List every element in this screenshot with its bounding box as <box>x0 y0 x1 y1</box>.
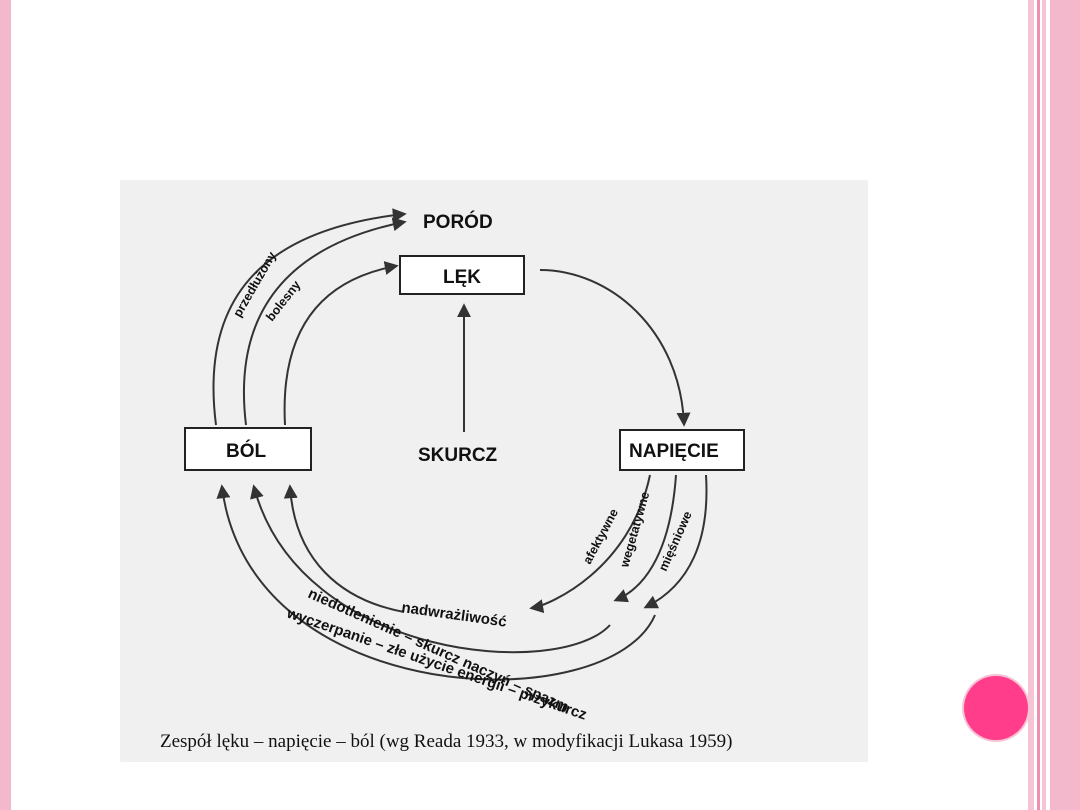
lek-label: LĘK <box>443 267 481 288</box>
porod-label: PORÓD <box>423 211 493 233</box>
right-frame-stripes <box>1028 0 1080 810</box>
arrow-nadwrazliwosc-to-bol <box>283 484 405 613</box>
stripe <box>1050 0 1080 810</box>
stripe <box>1042 0 1046 810</box>
left-frame-stripe <box>0 0 11 810</box>
napiecie-box <box>619 429 745 471</box>
arrow-bol-to-porod-outer <box>212 208 407 426</box>
figure-caption: Zespół lęku – napięcie – ból (wg Reada 1… <box>160 731 733 752</box>
bol-box <box>184 427 312 471</box>
arrow-wyczerpanie-to-bol <box>216 484 656 681</box>
miesniowe-label: mięśniowe <box>656 509 695 573</box>
bol-label: BÓL <box>226 440 267 462</box>
napiecie-label: NAPIĘCIE <box>629 441 719 462</box>
afektywne-label: afektywne <box>580 506 621 566</box>
arrow-bol-to-porod-inner <box>242 217 407 426</box>
skurcz-label: SKURCZ <box>418 445 498 466</box>
stripe <box>1028 0 1034 810</box>
arrow-napiecie-miesniowe <box>643 474 708 609</box>
stripe <box>1037 0 1040 810</box>
wegetatywne-label: wegetatywne <box>617 490 652 570</box>
arrow-napiecie-afektywne <box>529 474 651 614</box>
arrow-lek-to-napiecie <box>539 269 691 427</box>
lek-box <box>399 255 525 295</box>
wyczerpanie-label: wyczerpanie – złe użycie energii – przyk… <box>284 604 589 723</box>
nadwrazliwosc-label: nadwrażliwość <box>400 599 507 631</box>
arrow-napiecie-wegetatywne <box>613 474 677 603</box>
decorative-dot <box>964 676 1028 740</box>
arrow-niedotlenienie-to-bol <box>250 484 611 654</box>
arrow-bol-to-lek <box>283 261 399 426</box>
